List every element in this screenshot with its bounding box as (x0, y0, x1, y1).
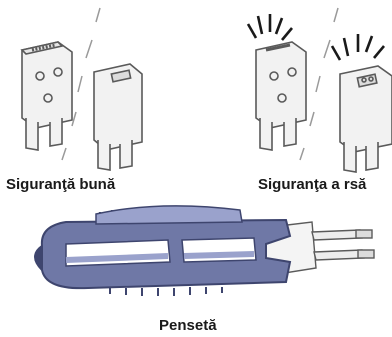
good-fuse-label: Siguranţă bună (6, 176, 116, 193)
fuse-puller-label: Pensetă (159, 317, 217, 334)
puller-bottom-ridges (109, 287, 223, 296)
crack-lines-right (299, 7, 339, 161)
good-fuse-left (20, 41, 73, 151)
good-fuse-right (93, 63, 143, 171)
spark-icon (246, 14, 293, 41)
puller-top-rail (95, 205, 243, 225)
blown-fuse-label: Siguranţa a rsă (258, 176, 367, 193)
blown-fuse-illustration (246, 14, 392, 173)
blown-fuse-right (339, 65, 392, 173)
puller-hinge (34, 245, 43, 271)
spark-icon-right (330, 34, 385, 61)
good-fuse-illustration (20, 41, 143, 171)
blown-fuse-left (255, 41, 307, 151)
crack-lines-left (61, 7, 101, 161)
fuse-puller-illustration (34, 205, 375, 296)
